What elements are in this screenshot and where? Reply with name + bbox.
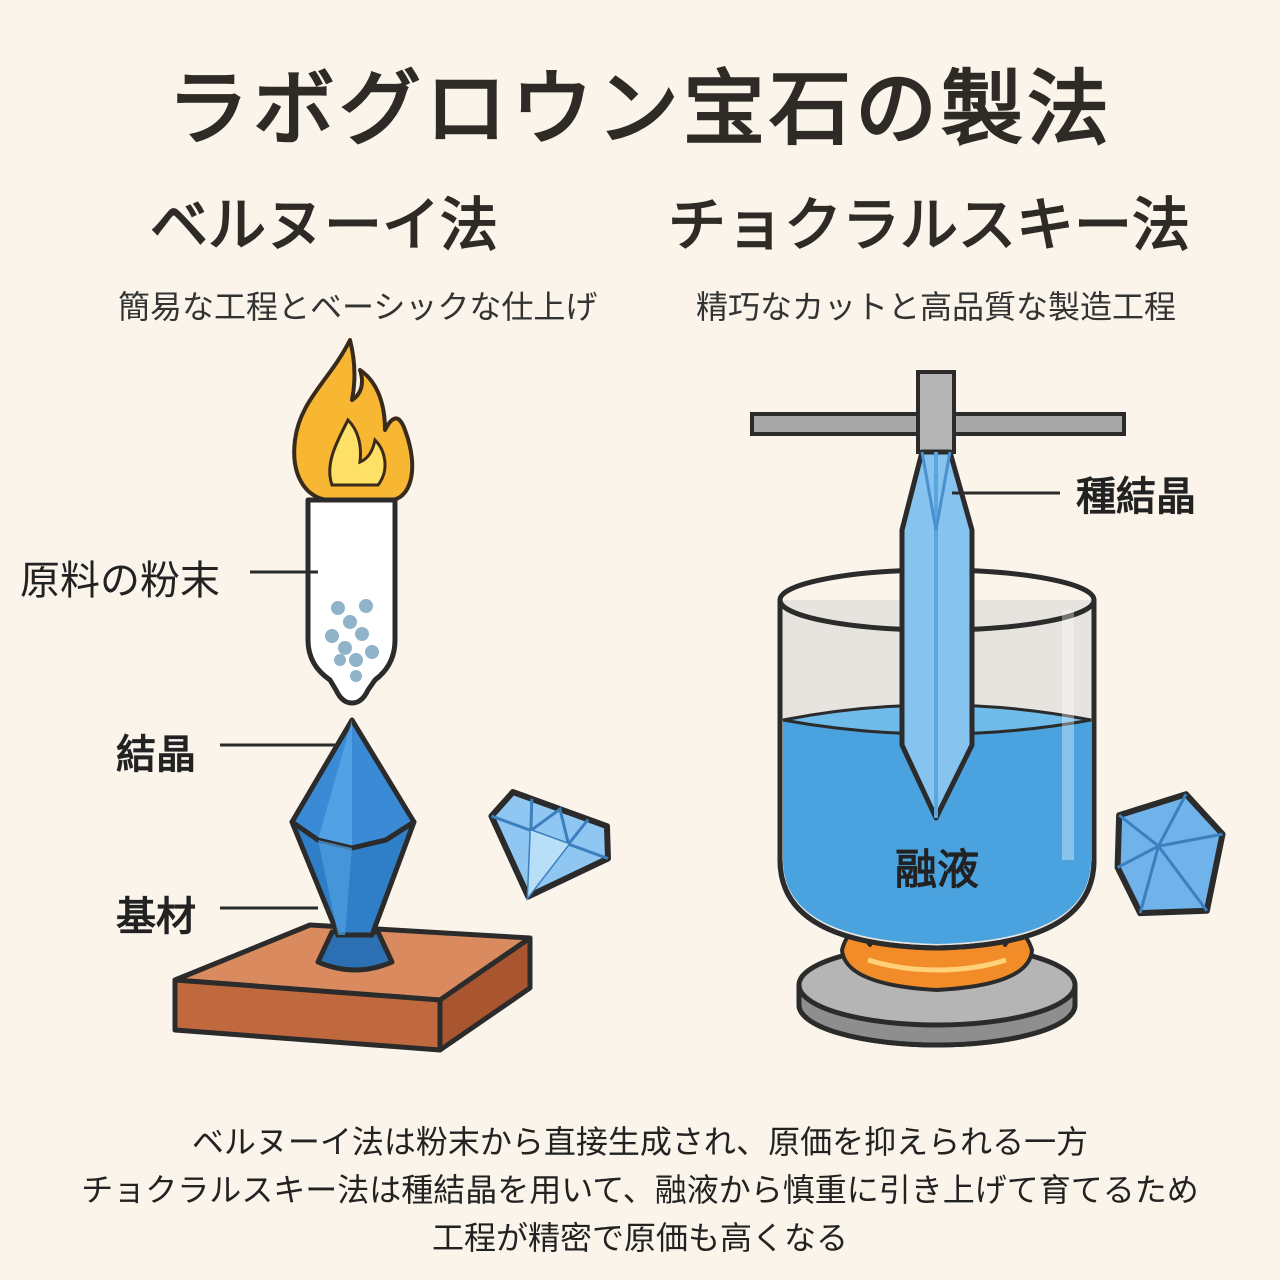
czochralski-method-title: チョクラルスキー法: [668, 191, 1191, 259]
crystal-boule: [289, 717, 417, 973]
seed-crystal-label: 種結晶: [1076, 474, 1196, 520]
flame-icon: [292, 338, 415, 502]
powder-tube: [305, 497, 398, 706]
crystal-label: 結晶: [116, 732, 196, 778]
footer-line-3: 工程が精密で原価も高くなる: [431, 1219, 848, 1257]
powder-label: 原料の粉末: [20, 558, 220, 604]
czochralski-subtitle: 精巧なカットと高品質な製造工程: [696, 288, 1177, 326]
melt-label: 融液: [895, 845, 980, 894]
gem-icon-right: [1114, 791, 1226, 917]
verneuil-method-title: ベルヌーイ法: [150, 191, 499, 259]
gem-icon: [488, 789, 611, 902]
pulling-rod: [750, 370, 1126, 454]
footer-line-2: チョクラルスキー法は種結晶を用いて、融液から慎重に引き上げて育てるため: [81, 1171, 1199, 1209]
footer-line-1: ベルヌーイ法は粉末から直接生成され、原価を抑えられる一方: [191, 1123, 1089, 1161]
main-title: ラボグロウン宝石の製法: [166, 62, 1113, 157]
base-label: 基材: [116, 894, 196, 940]
footer-text: ベルヌーイ法は粉末から直接生成され、原価を抑えられる一方 チョクラルスキー法は種…: [0, 1118, 1280, 1262]
seed-crystal: [899, 449, 975, 821]
verneuil-subtitle: 簡易な工程とベーシックな仕上げ: [118, 288, 598, 326]
